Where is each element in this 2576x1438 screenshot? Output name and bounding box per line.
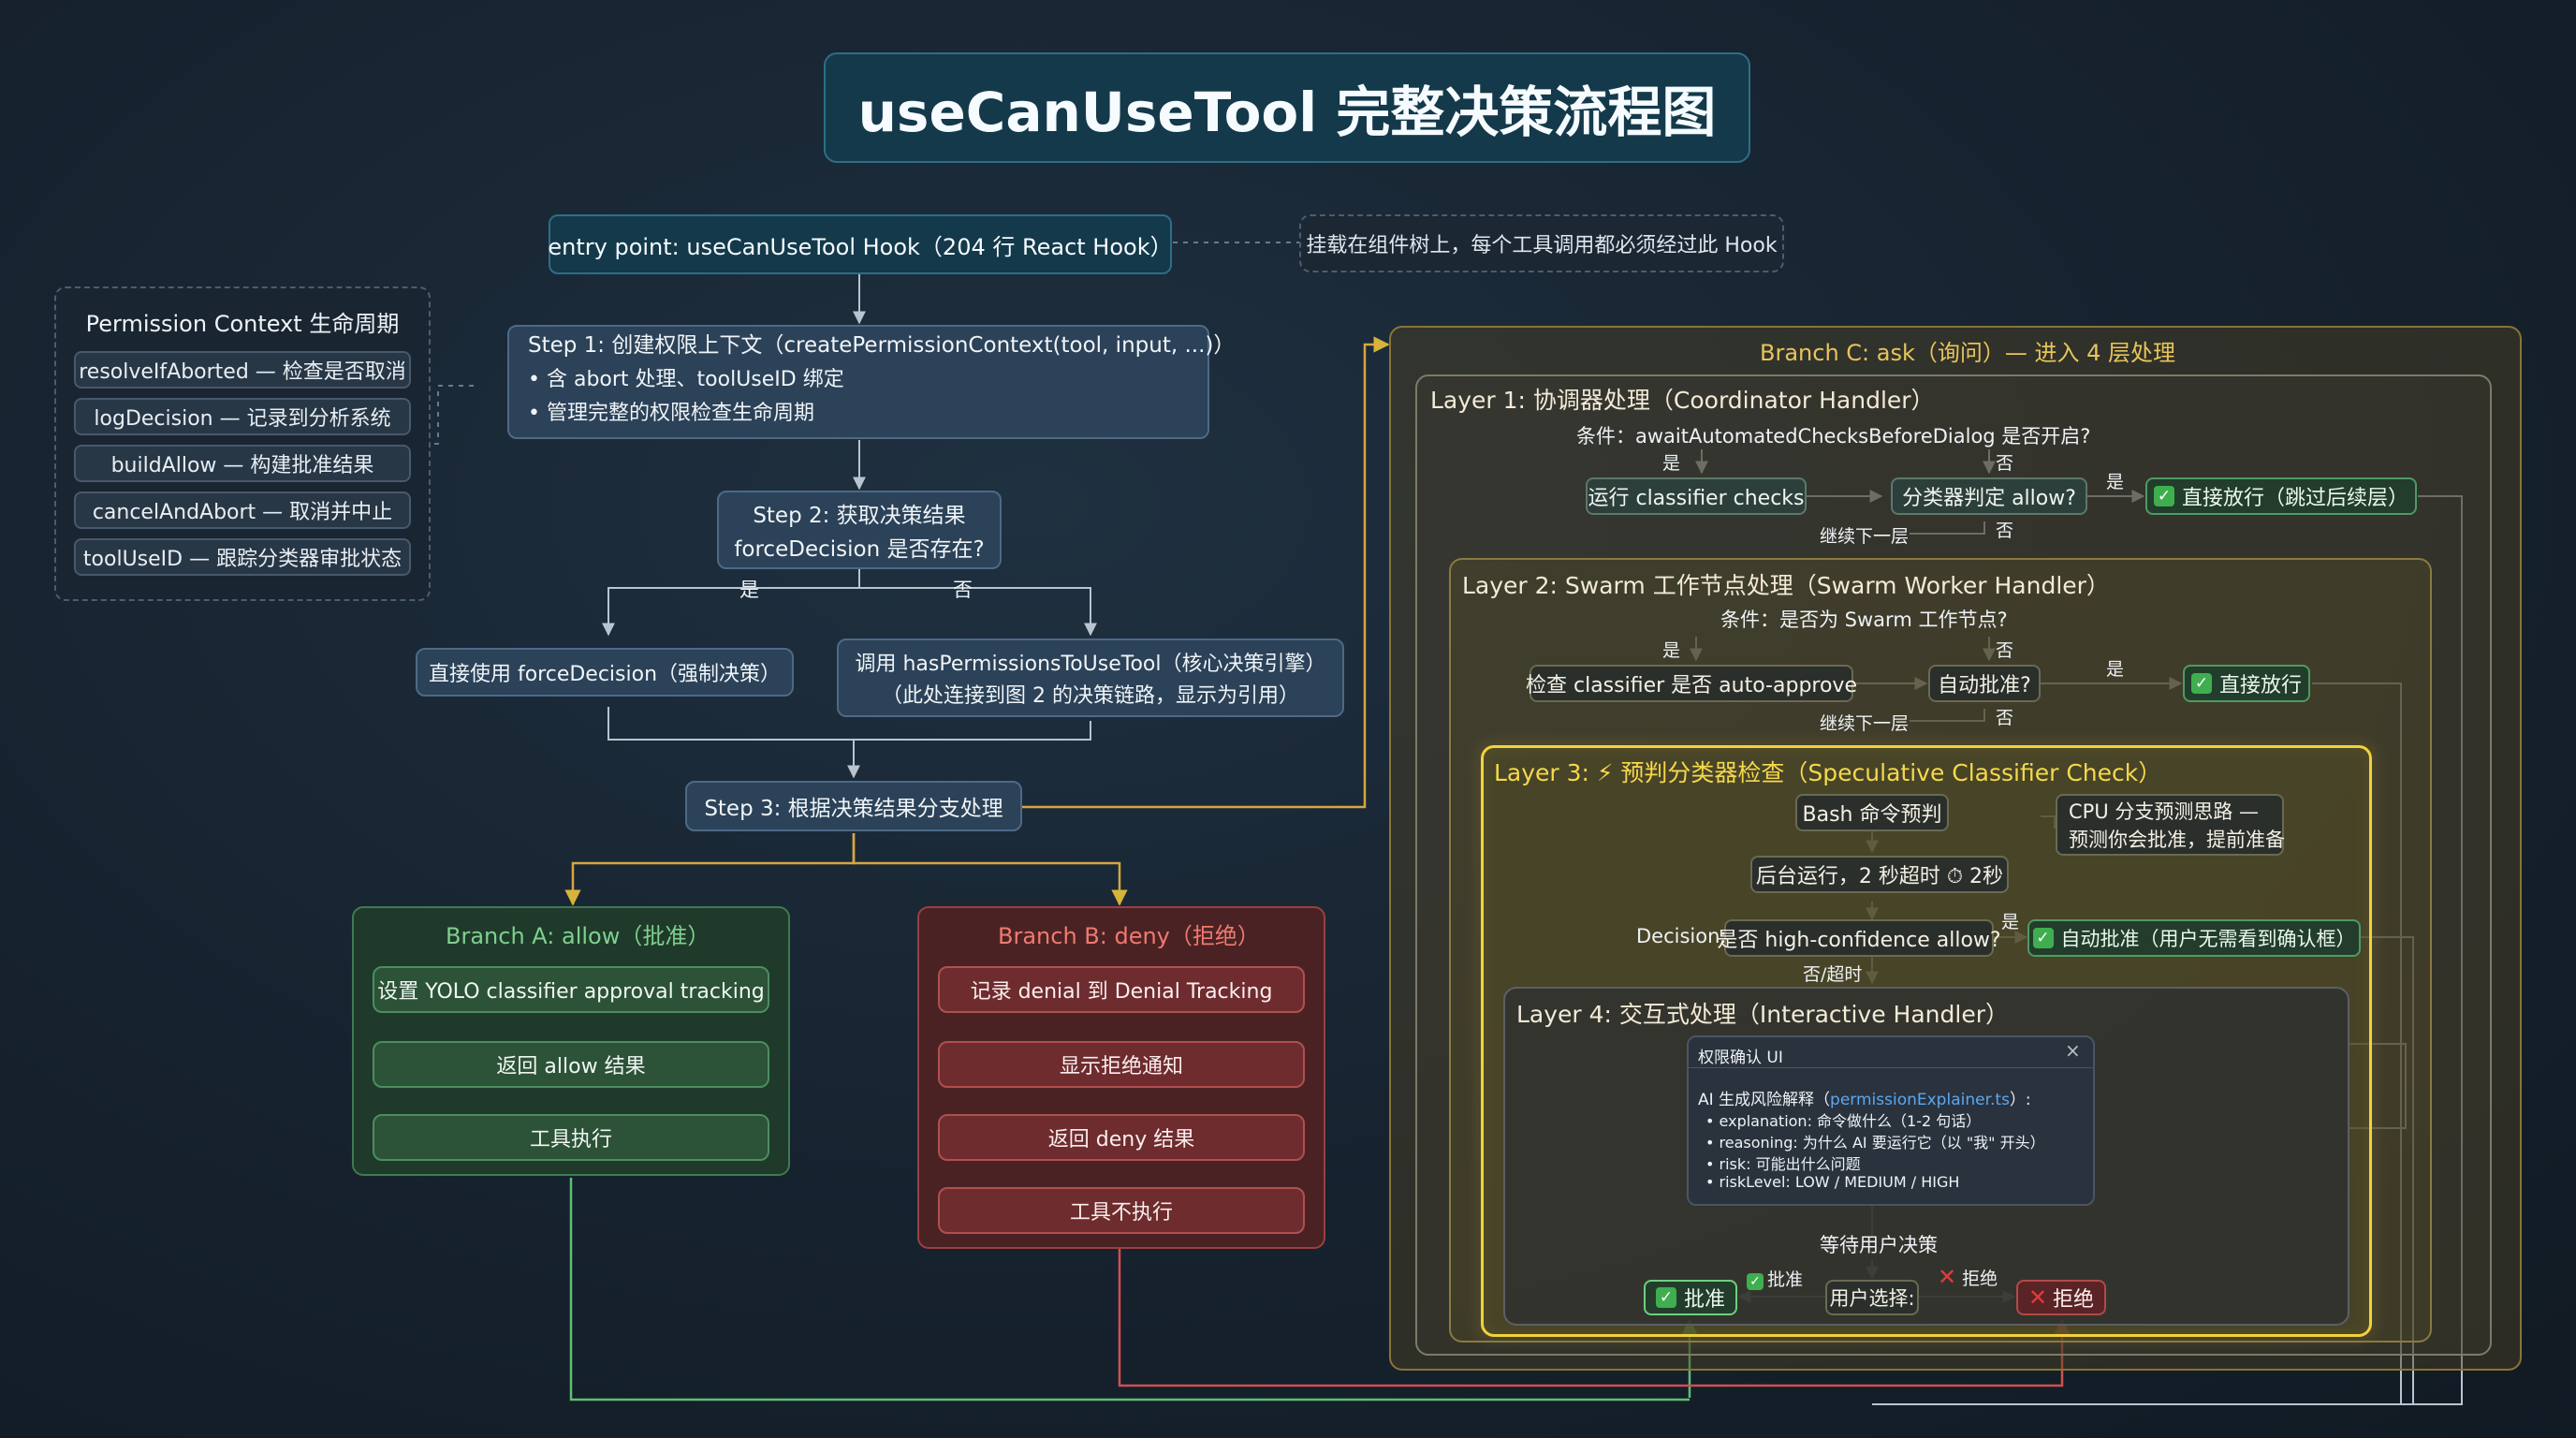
layer3-cpu-line1: CPU 分支预测思路 —	[2069, 800, 2260, 823]
permission-dialog-bullet: • reasoning: 为什么 AI 要运行它（以 "我" 开头）	[1705, 1134, 2045, 1152]
layer4-reject-label: 拒绝	[2053, 1288, 2095, 1312]
has-permissions-line2: （此处连接到图 2 的决策链路，显示为引用）	[882, 684, 1299, 708]
branch-b-item-return: 返回 deny 结果	[938, 1114, 1305, 1161]
branch-a-title: Branch A: allow（批准）	[446, 923, 710, 949]
layer2-auto-node: 自动批准?	[1928, 665, 2041, 702]
step2-node: Step 2: 获取决策结果 forceDecision 是否存在?	[717, 491, 1002, 569]
layer4-choice-node: 用户选择:	[1825, 1280, 1919, 1315]
layer2-no2: 否	[1996, 708, 2014, 728]
pc-item-log: logDecision — 记录到分析系统	[74, 398, 411, 435]
layer3-cpu-line2: 预测你会批准，提前准备	[2069, 829, 2285, 851]
layer1-run-node: 运行 classifier checks	[1586, 477, 1807, 515]
layer4-approve-node: ✓ 批准	[1644, 1280, 1737, 1315]
branch-b-title: Branch B: deny（拒绝）	[998, 923, 1260, 949]
step1-bullet: • 管理完整的权限检查生命周期	[528, 402, 814, 425]
step1-bullet: • 含 abort 处理、toolUseID 绑定	[528, 368, 844, 391]
branch-b-item-notify: 显示拒绝通知	[938, 1041, 1305, 1088]
cross-icon: ✕	[1938, 1264, 1957, 1290]
pc-item-tooluseid: toolUseID — 跟踪分类器审批状态	[74, 538, 411, 576]
has-permissions-line1: 调用 hasPermissionsToUseTool（核心决策引擎）	[855, 653, 1326, 676]
layer4-reject-node: ✕拒绝	[2016, 1280, 2106, 1315]
layer3-auto-label: 自动批准（用户无需看到确认框）	[2060, 928, 2356, 950]
layer3-decision-label: Decision:	[1636, 925, 1727, 947]
layer1-no: 否	[1996, 453, 2014, 474]
branch-a-item-yolo: 设置 YOLO classifier approval tracking	[373, 966, 769, 1013]
layer4-reject-edge: ✕拒绝	[1938, 1264, 1998, 1290]
layer1-yes: 是	[1662, 453, 1681, 474]
layer4-approve-label: 批准	[1683, 1288, 1725, 1312]
check-icon: ✓	[2153, 486, 2174, 506]
layer2-yes: 是	[1662, 640, 1681, 661]
layer3-title: Layer 3: ⚡ 预判分类器检查（Speculative Classifie…	[1494, 759, 2162, 786]
step2-line2: forceDecision 是否存在?	[734, 537, 985, 562]
layer2-pass-label: 直接放行	[2218, 674, 2302, 697]
permission-context-title: Permission Context 生命周期	[85, 311, 400, 337]
layer1-no2: 否	[1996, 521, 2014, 541]
layer2-check-node: 检查 classifier 是否 auto-approve	[1526, 665, 1857, 702]
branch-b-item-noexec: 工具不执行	[938, 1187, 1305, 1234]
layer3-cpu-note: CPU 分支预测思路 — 预测你会批准，提前准备	[2056, 794, 2285, 856]
check-icon: ✓	[2190, 673, 2212, 694]
check-icon: ✓	[1655, 1287, 1676, 1308]
check-icon: ✓	[1747, 1273, 1764, 1290]
branch-b-item-record: 记录 denial 到 Denial Tracking	[938, 966, 1305, 1013]
entry-point-node: entry point: useCanUseTool Hook（204 行 Re…	[548, 214, 1173, 274]
force-decision-node: 直接使用 forceDecision（强制决策）	[416, 648, 794, 697]
layer3-auto-node: ✓ 自动批准（用户无需看到确认框）	[2027, 919, 2361, 957]
layer4-title: Layer 4: 交互式处理（Interactive Handler）	[1516, 1001, 2009, 1028]
layer2-yes2: 是	[2106, 659, 2125, 680]
permission-dialog-intro: AI 生成风险解释（permissionExplainer.ts）:	[1698, 1091, 2031, 1109]
layer1-judge-node: 分类器判定 allow?	[1891, 477, 2087, 515]
layer1-condition: 条件：awaitAutomatedChecksBeforeDialog 是否开启…	[1576, 425, 2091, 448]
permission-dialog-bullet: • riskLevel: LOW / MEDIUM / HIGH	[1705, 1173, 1960, 1191]
layer1-continue: 继续下一层	[1820, 526, 1910, 547]
layer3-background-node: 后台运行，2 秒超时 ⏱ 2秒	[1750, 856, 2009, 893]
permission-dialog-title: 权限确认 UI	[1698, 1049, 1783, 1067]
branch-a-item-exec: 工具执行	[373, 1114, 769, 1161]
cross-icon: ✕	[2027, 1284, 2048, 1311]
layer2-no: 否	[1996, 640, 2014, 661]
branch-a-item-return: 返回 allow 结果	[373, 1041, 769, 1088]
layer2-continue: 继续下一层	[1820, 713, 1910, 734]
pc-item-cancel: cancelAndAbort — 取消并中止	[74, 492, 411, 529]
permission-dialog	[1687, 1035, 2095, 1206]
permission-dialog-bullet: • explanation: 命令做什么（1-2 句话）	[1705, 1112, 1982, 1130]
layer3-no-timeout: 否/超时	[1803, 964, 1863, 985]
layer2-title: Layer 2: Swarm 工作节点处理（Swarm Worker Handl…	[1462, 572, 2110, 599]
layer3-background-label: 后台运行，2 秒超时 ⏱ 2秒	[1755, 865, 2004, 888]
branch-c-title: Branch C: ask（询问）— 进入 4 层处理	[1760, 340, 2176, 366]
pc-item-resolve: resolveIfAborted — 检查是否取消	[74, 351, 411, 389]
permission-dialog-divider	[1687, 1067, 2095, 1068]
close-icon[interactable]: ×	[2065, 1039, 2081, 1062]
permission-context-panel: Permission Context 生命周期 resolveIfAborted…	[54, 286, 431, 601]
layer2-pass-node: ✓ 直接放行	[2183, 665, 2310, 702]
layer1-title: Layer 1: 协调器处理（Coordinator Handler）	[1430, 387, 1935, 414]
step2-no-label: 否	[953, 579, 973, 601]
layer3-decision-node: 是否 high-confidence allow?	[1717, 919, 2001, 957]
page-title: useCanUseTool 完整决策流程图	[824, 52, 1750, 163]
pc-item-build: buildAllow — 构建批准结果	[74, 445, 411, 482]
has-permissions-node: 调用 hasPermissionsToUseTool（核心决策引擎） （此处连接…	[837, 638, 1344, 717]
layer4-approve-edge: ✓批准	[1747, 1266, 1803, 1291]
entry-note: 挂载在组件树上，每个工具调用都必须经过此 Hook	[1299, 214, 1784, 272]
layer1-pass-node: ✓ 直接放行（跳过后续层）	[2145, 477, 2417, 515]
permission-dialog-bullet: • risk: 可能出什么问题	[1705, 1155, 1861, 1173]
layer3-yes: 是	[2001, 912, 2020, 932]
layer1-yes2: 是	[2106, 472, 2125, 492]
step1-title: Step 1: 创建权限上下文（createPermissionContext(…	[528, 333, 1236, 358]
step3-node: Step 3: 根据决策结果分支处理	[685, 781, 1022, 831]
layer4-wait: 等待用户决策	[1820, 1234, 1938, 1256]
check-icon: ✓	[2032, 928, 2054, 948]
layer2-condition: 条件：是否为 Swarm 工作节点?	[1720, 609, 2008, 631]
step2-yes-label: 是	[739, 579, 759, 601]
layer1-pass-label: 直接放行（跳过后续层）	[2181, 487, 2408, 510]
layer3-bash-node: Bash 命令预判	[1795, 794, 1949, 831]
step1-node: Step 1: 创建权限上下文（createPermissionContext(…	[507, 325, 1235, 439]
step2-line1: Step 2: 获取决策结果	[753, 504, 966, 528]
